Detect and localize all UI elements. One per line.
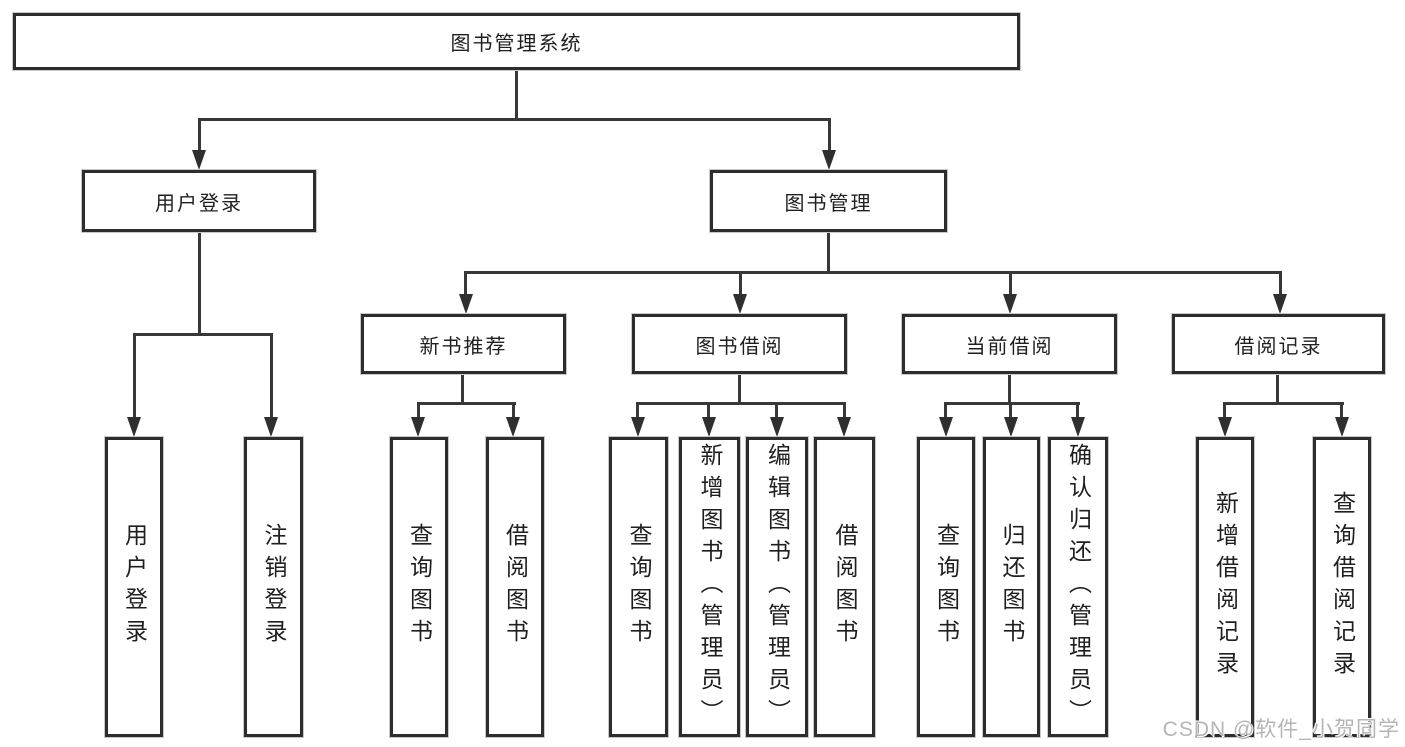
leaf-add-books-admin-label: 新增图书（管理员） xyxy=(697,443,723,731)
connector-record-drop-1 xyxy=(1223,402,1226,420)
leaf-query-books-borrow: 查询图书 xyxy=(609,437,668,737)
arrow-down-icon xyxy=(733,294,747,314)
node-book-borrow-label: 图书借阅 xyxy=(695,335,784,358)
connector-mgmt-drop-4 xyxy=(1279,271,1282,297)
leaf-add-borrow-record-label: 新增借阅记录 xyxy=(1212,491,1239,683)
arrow-down-icon xyxy=(1071,417,1085,437)
connector-current-drop-1 xyxy=(944,402,947,420)
leaf-return-books-label: 归还图书 xyxy=(999,523,1025,651)
leaf-query-books-recommend: 查询图书 xyxy=(390,437,448,737)
leaf-user-login-label: 用户登录 xyxy=(121,523,148,651)
leaf-add-borrow-record: 新增借阅记录 xyxy=(1196,437,1254,737)
leaf-edit-books-admin-label: 编辑图书（管理员） xyxy=(764,443,791,731)
connector-borrow-drop-4 xyxy=(843,402,846,420)
arrow-down-icon xyxy=(1335,417,1349,437)
leaf-user-login: 用户登录 xyxy=(105,437,163,737)
node-user-login: 用户登录 xyxy=(82,170,316,232)
leaf-query-borrow-record-label: 查询借阅记录 xyxy=(1329,491,1356,683)
arrow-down-icon xyxy=(702,417,716,437)
node-user-login-label: 用户登录 xyxy=(155,192,243,215)
connector-root-drop-right xyxy=(828,118,831,154)
connector-borrow-drop-1 xyxy=(636,402,639,420)
connector-mgmt-drop-2 xyxy=(739,271,742,297)
connector-borrow-stem xyxy=(738,374,741,405)
leaf-query-books-current: 查询图书 xyxy=(917,437,975,737)
node-new-book-recommend: 新书推荐 xyxy=(361,314,566,374)
connector-current-drop-3 xyxy=(1076,402,1079,420)
leaf-return-books: 归还图书 xyxy=(983,437,1040,737)
node-book-borrow: 图书借阅 xyxy=(632,314,847,374)
arrow-down-icon xyxy=(1273,294,1287,314)
leaf-confirm-return-admin: 确认归还（管理员） xyxy=(1048,437,1108,737)
connector-mgmt-stem xyxy=(827,232,830,274)
connector-root-hline xyxy=(198,118,831,121)
leaf-borrow-books-label: 借阅图书 xyxy=(832,523,858,651)
arrow-down-icon xyxy=(631,417,645,437)
leaf-edit-books-admin: 编辑图书（管理员） xyxy=(746,437,808,737)
arrow-down-icon xyxy=(770,417,784,437)
connector-login-drop-2 xyxy=(270,333,273,419)
connector-borrow-drop-2 xyxy=(707,402,710,420)
node-borrow-record-label: 借阅记录 xyxy=(1234,335,1323,358)
arrow-down-icon xyxy=(127,417,141,437)
connector-current-drop-2 xyxy=(1009,402,1012,420)
arrow-down-icon xyxy=(192,150,206,170)
leaf-add-books-admin: 新增图书（管理员） xyxy=(679,437,740,737)
node-root: 图书管理系统 xyxy=(13,13,1020,70)
leaf-logout-label: 注销登录 xyxy=(261,523,287,651)
connector-root-drop-left xyxy=(198,118,201,154)
leaf-logout: 注销登录 xyxy=(244,437,303,737)
connector-login-drop-1 xyxy=(133,333,136,419)
arrow-down-icon xyxy=(459,294,473,314)
arrow-down-icon xyxy=(837,417,851,437)
connector-login-stem xyxy=(198,232,201,336)
connector-newbook-drop-1 xyxy=(417,402,420,420)
node-new-book-recommend-label: 新书推荐 xyxy=(419,335,508,358)
connector-mgmt-drop-1 xyxy=(464,271,467,297)
arrow-down-icon xyxy=(1218,417,1232,437)
connector-record-stem xyxy=(1276,374,1279,405)
leaf-borrow-books-recommend: 借阅图书 xyxy=(486,437,544,737)
arrow-down-icon xyxy=(822,150,836,170)
node-book-management: 图书管理 xyxy=(710,170,947,232)
csdn-watermark: CSDN @软件_小贺同学 xyxy=(1162,718,1400,741)
leaf-confirm-return-admin-label: 确认归还（管理员） xyxy=(1065,443,1092,731)
leaf-query-borrow-record: 查询借阅记录 xyxy=(1313,437,1371,737)
node-current-borrow-label: 当前借阅 xyxy=(965,335,1054,358)
leaf-query-books-current-label: 查询图书 xyxy=(933,523,960,651)
node-root-label: 图书管理系统 xyxy=(450,33,583,55)
connector-login-hline xyxy=(133,333,273,336)
arrow-down-icon xyxy=(506,417,520,437)
connector-newbook-stem xyxy=(461,374,464,405)
connector-record-drop-2 xyxy=(1340,402,1343,420)
arrow-down-icon xyxy=(939,417,953,437)
connector-current-hline xyxy=(944,402,1080,405)
arrow-down-icon xyxy=(411,417,425,437)
connector-newbook-drop-2 xyxy=(512,402,515,420)
node-current-borrow: 当前借阅 xyxy=(902,314,1117,374)
connector-borrow-drop-3 xyxy=(775,402,778,420)
connector-borrow-hline xyxy=(636,402,846,405)
leaf-borrow-books: 借阅图书 xyxy=(814,437,875,737)
connector-mgmt-drop-3 xyxy=(1009,271,1012,297)
connector-current-stem xyxy=(1008,374,1011,405)
arrow-down-icon xyxy=(1003,294,1017,314)
leaf-query-books-recommend-label: 查询图书 xyxy=(406,523,433,651)
connector-newbook-hline xyxy=(417,402,516,405)
node-borrow-record: 借阅记录 xyxy=(1172,314,1385,374)
leaf-query-books-borrow-label: 查询图书 xyxy=(626,523,652,651)
arrow-down-icon xyxy=(1004,417,1018,437)
connector-record-hline xyxy=(1223,402,1344,405)
leaf-borrow-books-recommend-label: 借阅图书 xyxy=(502,523,529,651)
node-book-management-label: 图书管理 xyxy=(784,192,873,215)
arrow-down-icon xyxy=(264,417,278,437)
connector-mgmt-hline xyxy=(464,271,1282,274)
connector-root-stem xyxy=(515,70,518,120)
